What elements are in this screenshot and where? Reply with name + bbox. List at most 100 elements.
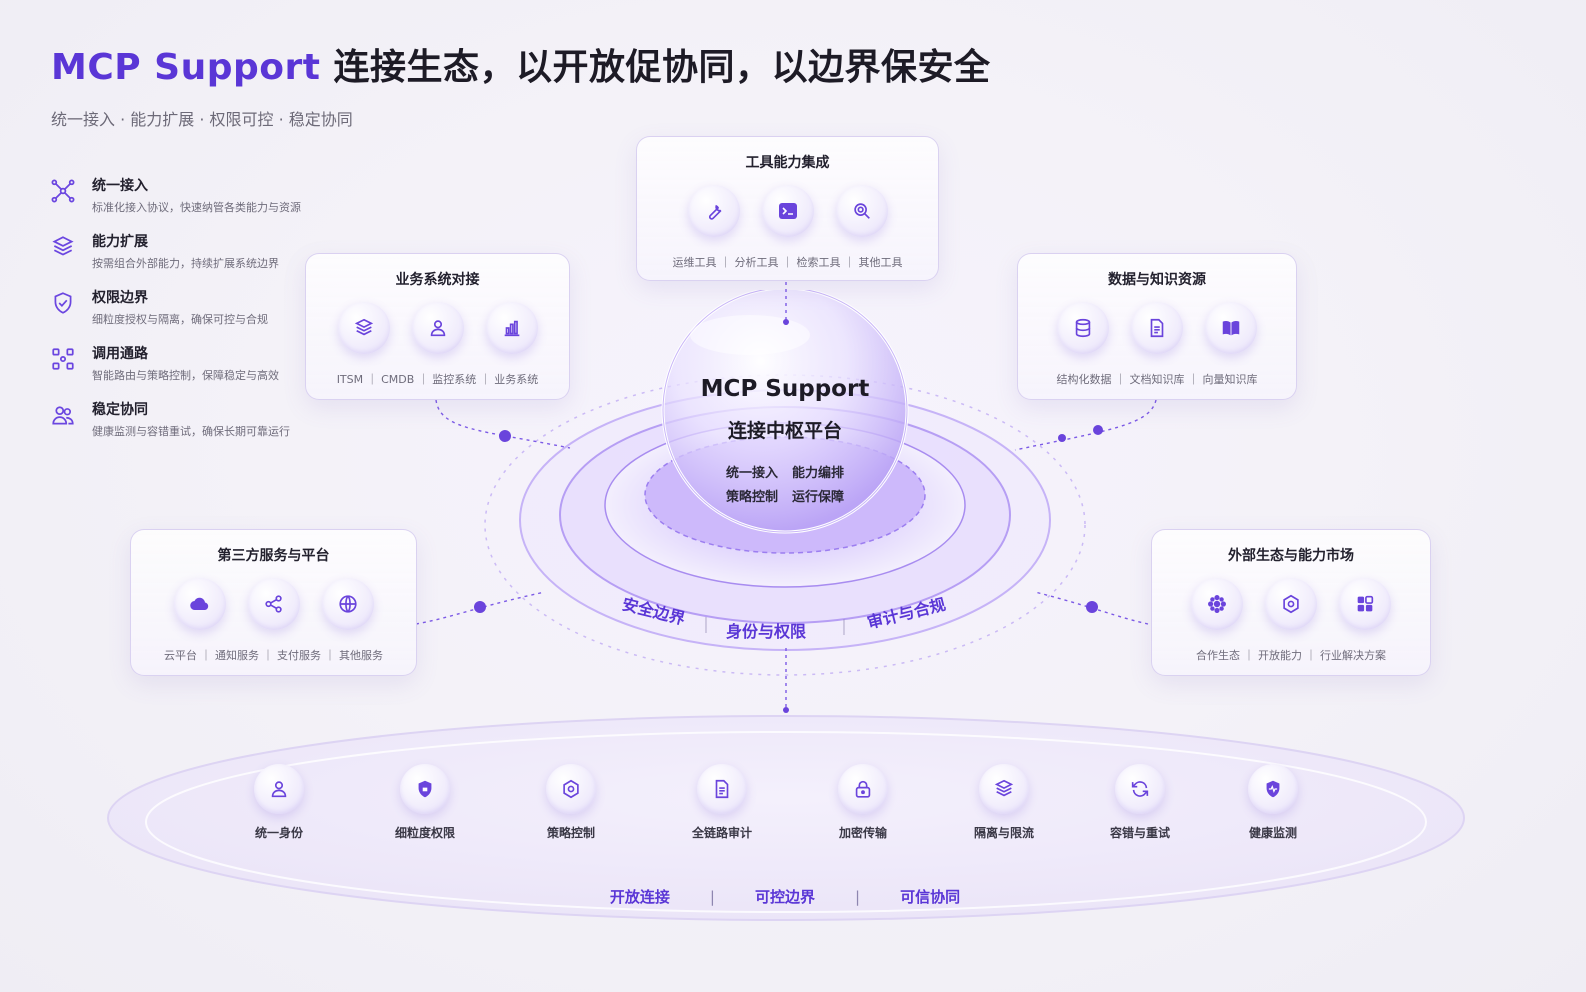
ring-label-sep: ｜: [836, 618, 853, 637]
feature-desc: 按需组合外部能力，持续扩展系统边界: [92, 257, 279, 270]
feature-desc: 健康监测与容错重试，确保长期可靠运行: [92, 425, 290, 438]
document-icon: [697, 764, 747, 814]
base-item-health: 健康监测: [1218, 764, 1328, 841]
book-icon: [1205, 302, 1257, 354]
hub-title: MCP Support: [700, 376, 870, 402]
card-tools: 工具能力集成 运维工具 ｜ 分析工具 ｜ 检索工具 ｜ 其他工具: [636, 136, 939, 281]
wrench-icon: [687, 185, 740, 237]
route-nodes-icon: [52, 348, 74, 370]
base-item-encryption: 加密传输: [808, 764, 918, 841]
card-title: 数据与知识资源: [1108, 272, 1206, 288]
hub-subtitle: 连接中枢平台: [727, 420, 842, 442]
hub-item: 运行保障: [792, 490, 845, 505]
feature-title: 稳定协同: [92, 402, 148, 418]
card-business: 业务系统对接 ITSM ｜ CMDB ｜ 监控系统 ｜ 业务系统: [305, 253, 570, 400]
slogan-open: 开放连接: [609, 888, 670, 906]
page-title: MCP Support 连接生态，以开放促协同，以边界保安全: [51, 38, 991, 90]
base-item-label: 健康监测: [1248, 826, 1297, 840]
card-title: 业务系统对接: [395, 272, 480, 288]
base-item-label: 统一身份: [254, 826, 303, 840]
base-item-label: 隔离与限流: [973, 826, 1034, 840]
card-data: 数据与知识资源 结构化数据 ｜ 文档知识库 ｜ 向量知识库: [1017, 253, 1297, 400]
cloud-icon: [173, 578, 226, 630]
bar-chart-icon: [485, 302, 538, 354]
hub-item: 策略控制: [725, 490, 778, 505]
feature-desc: 细粒度授权与隔离，确保可控与合规: [92, 313, 268, 326]
database-icon: [1057, 302, 1109, 354]
slogan-trust: 可信协同: [900, 888, 961, 906]
user-admin-icon: [411, 302, 464, 354]
feature-title: 统一接入: [92, 178, 148, 194]
feature-unified-access: 统一接入 标准化接入协议，快速纳管各类能力与资源: [50, 175, 320, 223]
base-item-label: 细粒度权限: [394, 826, 455, 840]
lock-icon: [838, 764, 888, 814]
base-item-label: 全链路审计: [691, 826, 752, 840]
base-item-audit: 全链路审计: [667, 764, 777, 841]
document-icon: [1131, 302, 1183, 354]
card-external: 外部生态与能力市场 合作生态 ｜ 开放能力 ｜ 行业解决方案: [1151, 529, 1431, 676]
base-item-isolation: 隔离与限流: [949, 764, 1059, 841]
feature-desc: 智能路由与策略控制，保障稳定与高效: [92, 369, 279, 382]
search-icon: [835, 185, 888, 237]
shield-pulse-icon: [1248, 764, 1298, 814]
network-nodes-icon: [51, 179, 75, 203]
bottom-slogan: 开放连接 | 可控边界 | 可信协同: [560, 886, 1010, 907]
hub-orb-graphic: [484, 290, 1086, 676]
feature-permission-boundary: 权限边界 细粒度授权与隔离，确保可控与合规: [50, 287, 320, 335]
base-item-retry: 容错与重试: [1085, 764, 1195, 841]
share-nodes-icon: [247, 578, 300, 630]
user-icon: [254, 764, 304, 814]
feature-desc: 标准化接入协议，快速纳管各类能力与资源: [92, 201, 301, 214]
base-item-label: 策略控制: [546, 826, 595, 840]
base-item-identity: 统一身份: [224, 764, 334, 841]
feature-title: 能力扩展: [92, 234, 148, 250]
card-icons: [131, 578, 416, 630]
hub-item: 能力编排: [792, 466, 845, 481]
ring-label-sep: ｜: [698, 616, 715, 635]
slogan-sep: |: [855, 888, 861, 906]
title-brand: MCP Support: [51, 47, 321, 88]
card-labels: 结构化数据 ｜ 文档知识库 ｜ 向量知识库: [1056, 373, 1258, 386]
people-collab-icon: [52, 406, 74, 425]
base-item-policy: 策略控制: [516, 764, 626, 841]
card-title: 第三方服务与平台: [217, 548, 330, 564]
terminal-icon: [761, 185, 814, 237]
slogan-sep: |: [709, 888, 715, 906]
card-title: 工具能力集成: [745, 155, 830, 171]
hexagon-icon: [546, 764, 596, 814]
shield-check-icon: [54, 292, 72, 314]
feature-stable-collab: 稳定协同 健康监测与容错重试，确保长期可靠运行: [50, 399, 320, 447]
card-labels: 运维工具 ｜ 分析工具 ｜ 检索工具 ｜ 其他工具: [672, 256, 903, 269]
card-third-party: 第三方服务与平台 云平台 ｜ 通知服务 ｜ 支付服务 ｜ 其他服务: [130, 529, 417, 676]
feature-capability-expand: 能力扩展 按需组合外部能力，持续扩展系统边界: [50, 231, 320, 279]
card-labels: 合作生态 ｜ 开放能力 ｜ 行业解决方案: [1196, 649, 1386, 662]
hub-row-1: 统一接入能力编排: [660, 462, 910, 481]
apps-grid-icon: [1339, 578, 1391, 630]
card-labels: ITSM ｜ CMDB ｜ 监控系统 ｜ 业务系统: [336, 373, 539, 386]
refresh-icon: [1115, 764, 1165, 814]
base-platform: [107, 715, 1465, 921]
gear-flower-icon: [1191, 578, 1243, 630]
hub-row-2: 策略控制运行保障: [660, 486, 910, 505]
card-title: 外部生态与能力市场: [1228, 548, 1354, 564]
slogan-boundary: 可控边界: [754, 888, 815, 906]
card-icons: [1152, 578, 1430, 630]
ring-label-identity: 身份与权限: [726, 622, 807, 641]
base-item-label: 加密传输: [838, 826, 887, 840]
title-rest: 连接生态，以开放促协同，以边界保安全: [333, 47, 991, 88]
feature-call-path: 调用通路 智能路由与策略控制，保障稳定与高效: [50, 343, 320, 391]
layers-icon: [337, 302, 390, 354]
card-icons: [637, 185, 938, 237]
feature-title: 权限边界: [92, 290, 148, 306]
layers-icon: [979, 764, 1029, 814]
shield-lock-icon: [400, 764, 450, 814]
base-item-permission: 细粒度权限: [370, 764, 480, 841]
hub-item: 统一接入: [725, 466, 778, 481]
card-icons: [306, 302, 569, 354]
card-icons: [1018, 302, 1296, 354]
globe-icon: [321, 578, 374, 630]
card-labels: 云平台 ｜ 通知服务 ｜ 支付服务 ｜ 其他服务: [164, 649, 383, 662]
hexagon-icon: [1265, 578, 1317, 630]
layers-box-icon: [52, 236, 74, 256]
